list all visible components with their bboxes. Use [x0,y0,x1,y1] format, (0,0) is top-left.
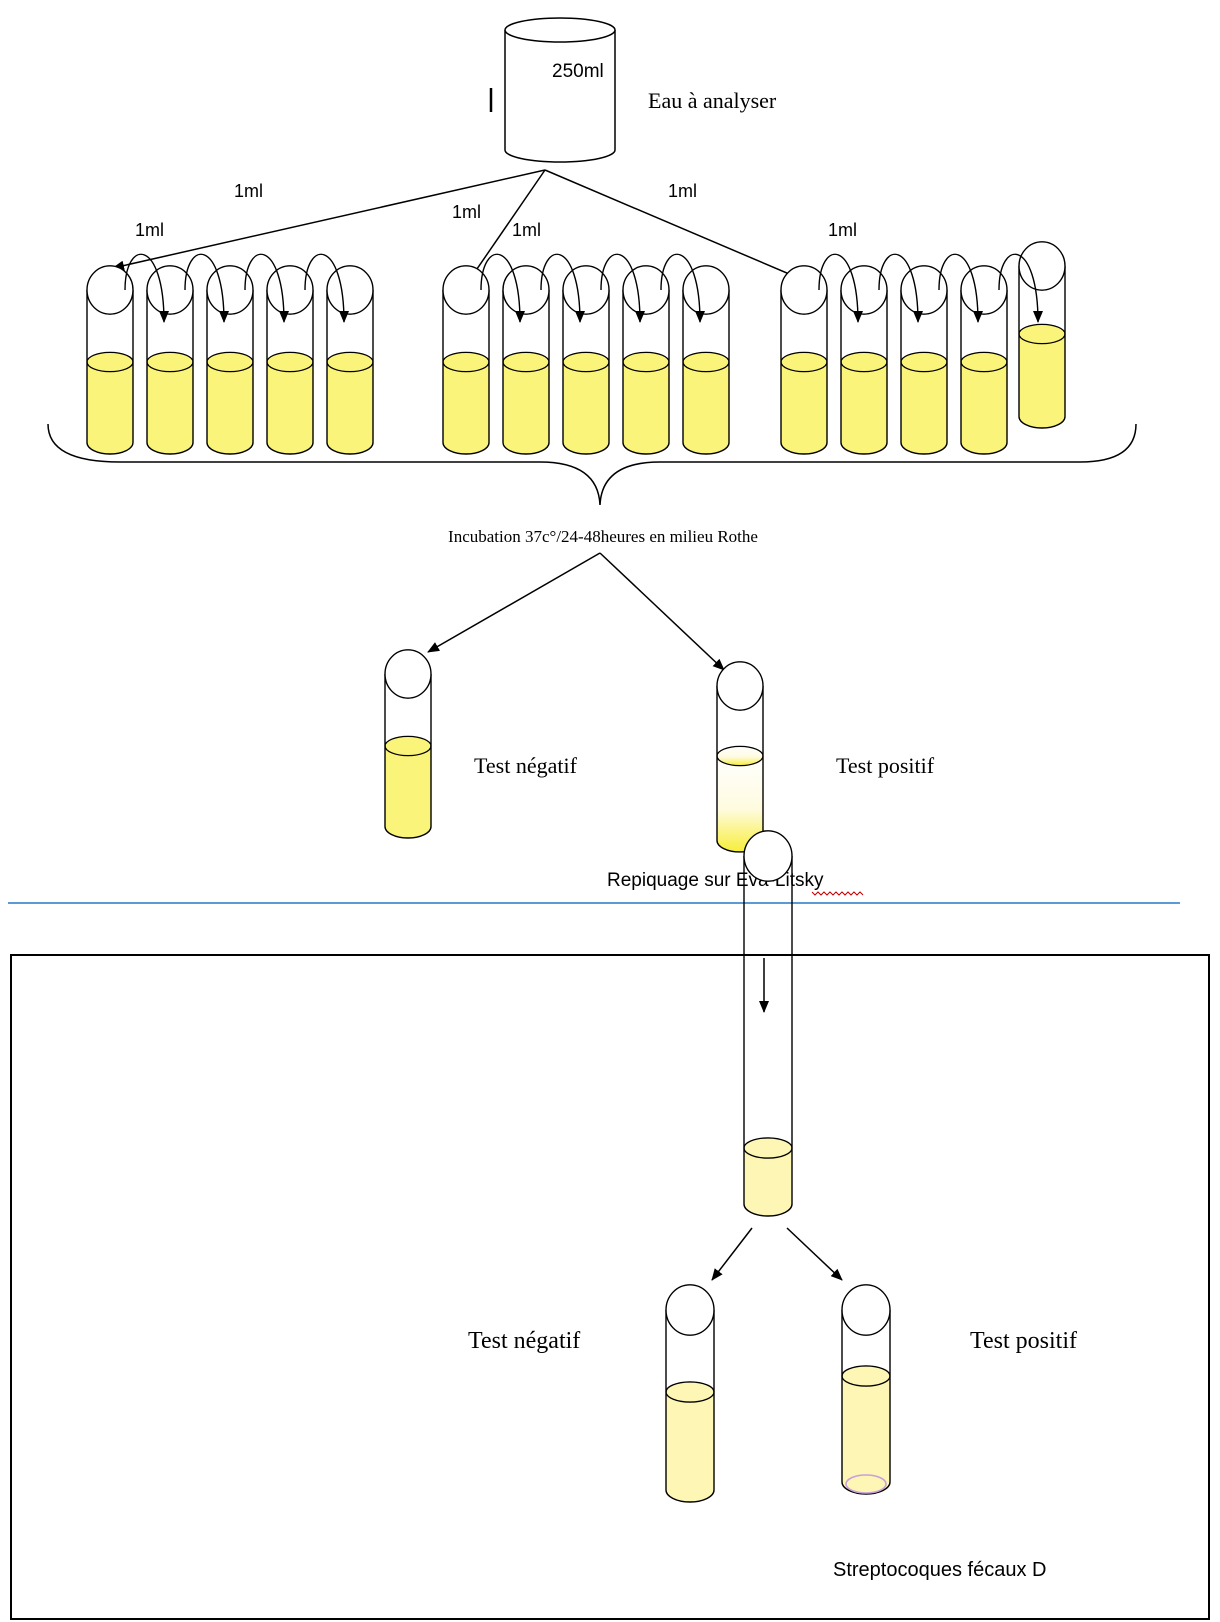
serial-transfer-arrow-1-1 [124,253,169,323]
serial-transfer-arrow-3-4 [998,253,1043,323]
conclusion-label: Streptocoques fécaux D [833,1559,1046,1581]
serial-transfer-arrow-3-1 [818,253,863,323]
serial-transfer-arrow-2-1 [480,253,525,323]
dilution-tube-2-5 [682,265,730,455]
serial-transfer-arrow-3-3 [938,253,983,323]
transfer-label-group2: 1ml [452,202,481,222]
rothe-positive-label: Test positif [836,753,935,778]
serial-label-group2: 1ml [512,220,541,240]
dilution-tube-rows [86,241,1066,455]
dilution-tube-2-3 [562,265,610,455]
litsky-inoculated-tube [743,830,793,1217]
transfer-arrow-group1 [112,169,546,271]
serial-label-group1: 1ml [135,220,164,240]
litsky-tubes [665,830,891,1503]
sediment-ring [845,1474,887,1494]
dilution-tube-3-4 [960,265,1008,455]
eva-litsky-panel-frame [10,954,1210,1620]
beaker-transfer-arrows [112,169,809,283]
dilution-tube-1-4 [266,265,314,455]
dilution-tube-1-2 [146,265,194,455]
litsky-negative-tube [665,1284,715,1503]
serial-transfer-arrow-1-2 [184,253,229,323]
serial-transfer-arrow-1-4 [304,253,349,323]
serial-transfer-arrow-2-2 [540,253,585,323]
dilution-tube-2-4 [622,265,670,455]
spellcheck-underline [811,891,864,896]
serial-transfer-arrow-1-3 [244,253,289,323]
rothe-result-tubes [384,649,764,853]
litsky-negative-label: Test négatif [468,1328,580,1354]
dilution-tube-3-3 [900,265,948,455]
transfer-label-group3: 1ml [668,181,697,201]
serial-transfer-arrow-2-3 [600,253,645,323]
litsky-positive-label: Test positif [970,1328,1077,1354]
rothe-negative-label: Test négatif [474,753,578,778]
rothe-negative-tube [384,649,432,839]
rothe-result-arrows [427,552,725,671]
dilution-tube-1-5 [326,265,374,455]
serial-label-group3: 1ml [828,220,857,240]
beaker-volume-label: 250ml [552,61,604,82]
sample-beaker [489,17,616,163]
dilution-tube-1-1 [86,265,134,455]
dilution-tube-2-2 [502,265,550,455]
grouping-brace [47,423,1137,506]
transfer-label-group1: 1ml [234,181,263,201]
transfer-arrow-group2 [467,169,546,283]
sample-caption: Eau à analyser [648,88,777,113]
incubation-caption: Incubation 37c°/24-48heures en milieu Ro… [448,527,758,546]
dilution-tube-3-2 [840,265,888,455]
serial-transfer-arrow-3-2 [878,253,923,323]
dilution-tube-3-1 [780,265,828,455]
dilution-tube-1-3 [206,265,254,455]
litsky-positive-tube [841,1284,891,1495]
litsky-result-arrows [711,1227,843,1281]
dilution-tube-3-5 [1018,241,1066,429]
dilution-tube-2-1 [442,265,490,455]
transfer-arrow-group3 [544,169,809,283]
serial-transfer-arrow-2-4 [660,253,705,323]
rothe-positive-tube [716,661,764,853]
